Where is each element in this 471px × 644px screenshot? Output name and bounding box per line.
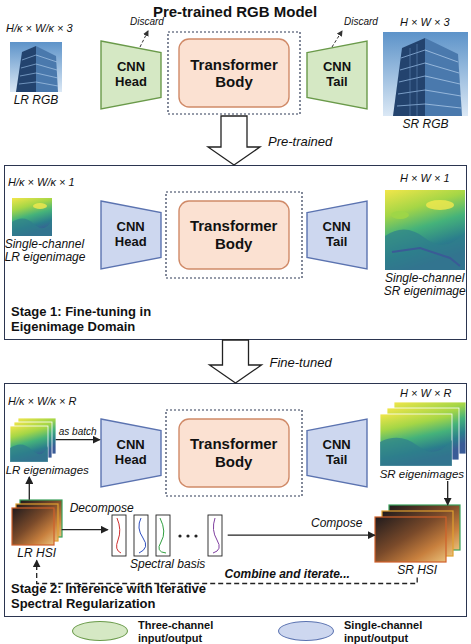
spectral-basis: Spectral basis (108, 515, 228, 556)
flow-arrow (29, 477, 30, 500)
cnn-tail-label: CNN Tail (313, 438, 361, 468)
sr-rgb-image: SR RGB (383, 32, 468, 116)
edge-label: Compose (311, 516, 362, 530)
transfer-arrow (210, 340, 262, 383)
flow-arrow (56, 439, 100, 440)
section-title: Pre-trained RGB Model (153, 3, 317, 20)
legend-text: Three-channel input/output (138, 619, 233, 644)
cnn-head-shape (101, 201, 161, 269)
transformer-body-label: Transformer Body (186, 217, 282, 252)
transformer-body-shape (179, 201, 289, 269)
sr-hsi: SR HSI (375, 505, 460, 562)
cnn-tail-shape (307, 41, 367, 109)
cnn-head-label: CNN Head (107, 438, 155, 468)
lr-eigenimage-stack (10, 418, 56, 462)
dimension-label: H × W × R (400, 387, 451, 399)
cnn-tail-label: CNN Tail (313, 220, 361, 250)
lr-hsi-cube (12, 500, 62, 545)
transfer-arrow (208, 116, 260, 165)
dimension-label: H/κ × W/κ × R (8, 395, 76, 407)
spectral-basis-plots (112, 515, 222, 556)
cnn-tail-shape (307, 419, 367, 487)
edge-label: Fine-tuned (270, 354, 332, 369)
image-caption: SR HSI (375, 564, 460, 578)
lr-eigenimage-picture (12, 198, 52, 236)
flow-arrow (228, 535, 375, 536)
cnn-head-shape (101, 41, 161, 109)
cnn-head-shape (101, 419, 161, 487)
transformer-body-shape (179, 39, 289, 107)
transformer-body-label: Transformer Body (186, 56, 282, 91)
sr-rgb-photo (383, 32, 468, 116)
image-caption: LR eigenimages (6, 464, 89, 477)
image-caption: Spectral basis (108, 558, 228, 572)
image-caption: LR HSI (12, 547, 62, 561)
dotted-frames (166, 32, 302, 496)
stage-title: Stage 1: Fine-tuning in Eigenimage Domai… (11, 304, 181, 335)
cnn-head-label: CNN Head (107, 220, 155, 250)
lr-eigenimage: Single-channel LR eigenimage (12, 198, 52, 236)
stage-title: Stage 2: Inference with Iterative Spectr… (11, 581, 226, 612)
edge-label: Combine and iterate... (225, 567, 350, 581)
legend-swatch (278, 621, 334, 641)
sr-hsi-cube (375, 505, 460, 562)
cnn-tail: CNN Tail (306, 40, 368, 110)
cnn-head: CNN Head (100, 40, 162, 110)
stage-panel: Stage 1: Fine-tuning in Eigenimage Domai… (4, 165, 467, 340)
dimension-label: H × W × 3 (400, 16, 450, 28)
cnn-head: CNN Head (100, 418, 162, 488)
image-caption: SR eigenimages (380, 468, 464, 481)
edge-label: Pre-trained (268, 133, 332, 148)
sr-eigenimages: SR eigenimages (380, 402, 466, 466)
transformer-body-label: Transformer Body (186, 435, 282, 470)
legend-text: Single-channel input/output (344, 619, 439, 644)
legend-swatch (72, 621, 128, 641)
lr-hsi: LR HSI (12, 500, 62, 545)
image-caption: SR RGB (383, 118, 468, 132)
transformer-body: Transformer Body (178, 418, 290, 488)
discard-note: Discard (130, 16, 164, 27)
lr-eigenimages: LR eigenimages (10, 418, 56, 462)
sr-eigenimage: Single-channel SR eigenimage (385, 190, 465, 270)
dimension-label: H/κ × W/κ × 3 (6, 22, 73, 34)
sr-eigenimage-picture (385, 190, 465, 270)
image-caption: LR RGB (6, 94, 66, 108)
cnn-head: CNN Head (100, 200, 162, 270)
image-caption: Single-channel LR eigenimage (5, 238, 91, 266)
transformer-body: Transformer Body (178, 38, 290, 108)
cnn-head-label: CNN Head (107, 60, 155, 90)
transformer-body-shape (179, 419, 289, 487)
sr-eigenimage-stack (380, 402, 466, 466)
stage-panel: Stage 2: Inference with Iterative Spectr… (4, 383, 467, 617)
edge-label: as batch (59, 425, 97, 436)
cnn-tail: CNN Tail (306, 418, 368, 488)
transformer-body: Transformer Body (178, 200, 290, 270)
edge-label: Decompose (70, 501, 134, 515)
flow-arrow (37, 560, 418, 583)
lr-rgb-photo (10, 42, 62, 92)
cnn-tail-label: CNN Tail (313, 60, 361, 90)
dimension-label: H × W × 1 (400, 172, 450, 184)
discard-note: Discard (344, 16, 378, 27)
flow-arrow (62, 529, 108, 530)
image-caption: Single-channel SR eigenimage (382, 272, 468, 300)
cnn-tail: CNN Tail (306, 200, 368, 270)
lr-rgb-image: LR RGB (10, 42, 62, 92)
cnn-tail-shape (307, 201, 367, 269)
flow-arrow (447, 481, 448, 505)
dimension-label: H/κ × W/κ × 1 (8, 176, 75, 188)
